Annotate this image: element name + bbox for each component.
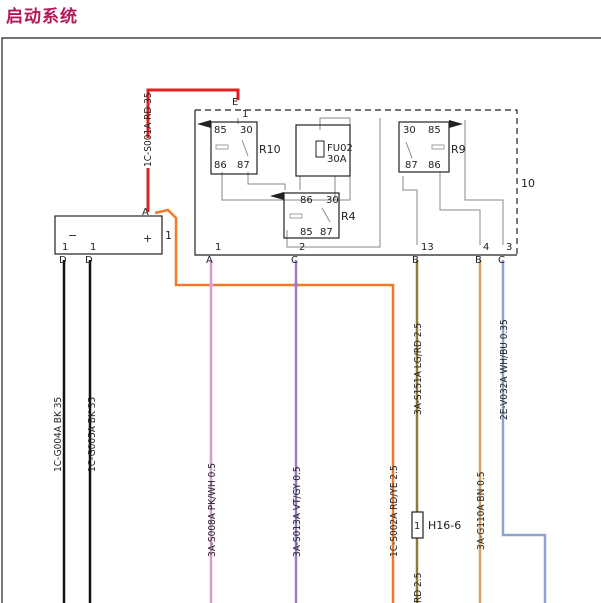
- relay-r10-coil: [215, 144, 229, 150]
- relay-r10-switch: [241, 139, 249, 157]
- relay-r9-pin-85: 85: [428, 125, 441, 136]
- module-connector-a: A: [206, 255, 213, 266]
- relay-r9-pin-87: 87: [405, 160, 418, 171]
- wire-label-g004: 1C-G004A BK 35: [53, 397, 64, 472]
- relay-r10-pin-86: 86: [214, 160, 227, 171]
- battery-pin: 1: [165, 229, 172, 242]
- wire-label-s151-lower: RD 2.5: [413, 573, 424, 603]
- relay-r9-switch: [405, 141, 413, 159]
- wire-label-g005: 1C-G005A BK 35: [87, 397, 98, 472]
- module-pin-1: 1: [215, 242, 221, 253]
- relay-r10-pin-85: 85: [214, 125, 227, 136]
- relay-r9-pin-86: 86: [428, 160, 441, 171]
- wire-s002-orange: [154, 208, 395, 603]
- wire-label-s151: 3A-S151A LG/RD 2.5: [413, 323, 424, 415]
- wire-s001-red: [146, 88, 240, 212]
- module-pin-4: 4: [483, 242, 489, 253]
- relay-r4: [283, 192, 340, 239]
- battery-minus-sign: −: [68, 229, 77, 242]
- module-label: 10: [521, 177, 535, 190]
- relay-r10-name: R10: [259, 143, 281, 156]
- relay-r4-tab: [270, 192, 284, 200]
- relay-r9-coil: [431, 144, 445, 150]
- battery-connector-2: D: [85, 255, 93, 266]
- splice-dot-purple: [293, 282, 299, 288]
- wire-label-s008: 3A-S008A PK/WH 0.5: [207, 463, 218, 557]
- battery-connector-1: D: [59, 255, 67, 266]
- page-title: 启动系统: [6, 7, 78, 27]
- module-connector-b1: B: [412, 255, 419, 266]
- relay-r10-pin-87: 87: [237, 160, 250, 171]
- module-connector-c2: C: [498, 255, 505, 266]
- relay-r4-name: R4: [341, 210, 356, 223]
- top-terminal-pin: 1: [242, 109, 248, 120]
- module-internal-wiring: [221, 117, 504, 248]
- wire-label-s002: 1C-S002A RD/YE 2.5: [389, 465, 400, 557]
- relay-r10-pin-30: 30: [240, 125, 253, 136]
- top-terminal-letter: E: [232, 97, 238, 108]
- relay-r4-coil: [289, 213, 303, 219]
- module-pin-13: 13: [421, 242, 434, 253]
- wire-label-s001: 1C-S001A RD 35: [143, 92, 154, 167]
- battery-plus-sign: +: [143, 232, 152, 245]
- wire-label-g110: 3A-G110A BN 0.5: [476, 472, 487, 550]
- wire-label-s013: 3A-S013A VT/GY 0.5: [292, 466, 303, 557]
- module-box-dashed: [195, 109, 518, 255]
- relay-r9-pin-30: 30: [403, 125, 416, 136]
- module-connector-b2: B: [475, 255, 482, 266]
- relay-r9-tab: [449, 120, 463, 128]
- module-pin-2: 2: [299, 242, 305, 253]
- relay-r9: [398, 121, 450, 173]
- fuse-fu02-rating: 30A: [327, 154, 347, 165]
- battery-block: [54, 215, 163, 255]
- module-pin-3: 3: [506, 242, 512, 253]
- fuse-fu02-element: [315, 140, 325, 158]
- battery-left-pin-1: 1: [62, 242, 68, 253]
- relay-r4-pin-30: 30: [326, 195, 339, 206]
- relay-r10-tab: [197, 120, 211, 128]
- module-box: [194, 110, 517, 256]
- fuse-fu02-name: FU02: [327, 143, 353, 154]
- wire-v032-blue: [501, 260, 547, 603]
- battery-terminal-a: A: [142, 207, 149, 218]
- relay-r4-switch: [321, 207, 331, 223]
- fuse-fu02: [295, 124, 351, 177]
- splice-dot-pink: [208, 282, 214, 288]
- battery-left-pin-2: 1: [90, 242, 96, 253]
- relay-r10: [210, 121, 258, 175]
- module-connector-c1: C: [291, 255, 298, 266]
- relay-r4-pin-86: 86: [300, 195, 313, 206]
- relay-r4-pin-85: 85: [300, 227, 313, 238]
- wire-label-v032: 2E-V032A WH/BU 0.35: [499, 319, 510, 420]
- relay-r4-pin-87: 87: [320, 227, 333, 238]
- diagram-frame: [1, 37, 601, 603]
- relay-r9-name: R9: [451, 143, 466, 156]
- splice-h16-6: [411, 511, 424, 539]
- splice-label: H16-6: [428, 519, 461, 532]
- splice-pin: 1: [414, 521, 420, 532]
